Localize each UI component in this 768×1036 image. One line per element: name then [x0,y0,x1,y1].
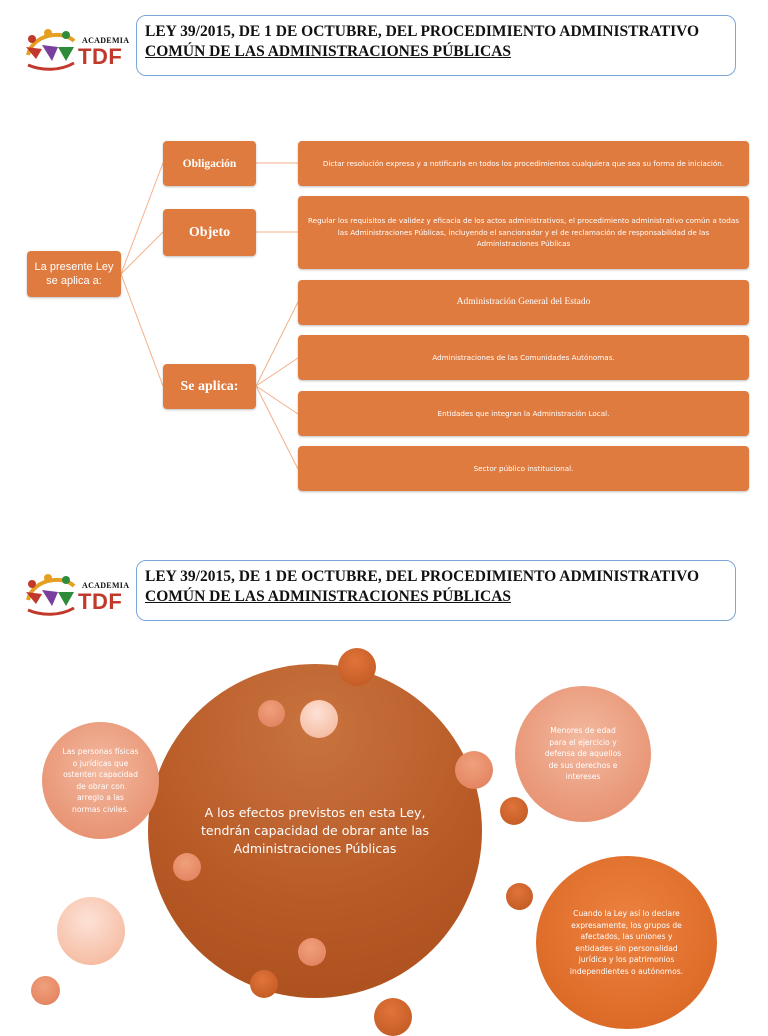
bubble [455,751,493,789]
bubble [374,998,412,1036]
leaf-objeto-text: Regular los requisitos de validez y efic… [298,196,749,269]
bubble [250,970,278,998]
leaf-age: Administración General del Estado [298,280,749,325]
center-circle-text: A los efectos previstos en esta Ley, ten… [200,805,429,856]
header-title-line2: COMÚN DE LAS ADMINISTRACIONES PÚBLICAS [145,43,512,60]
header-title-line2-2: COMÚN DE LAS ADMINISTRACIONES PÚBLICAS [145,588,512,605]
leaf-sector-publico: Sector público institucional. [298,446,749,491]
bubble [258,700,285,727]
top-right-circle-text: Menores de edad para el ejercicio y defe… [544,726,622,782]
bottom-right-circle: Cuando la Ley así lo declare expresament… [536,856,717,1029]
bubble [57,897,125,965]
header-title-box: LEY 39/2015, DE 1 DE OCTUBRE, DEL PROCED… [136,15,736,76]
academy-logo: ACADEMIA TDF [22,25,134,73]
bubble [338,648,376,686]
left-circle-text: Las personas físicas o jurídicas que ost… [62,747,139,814]
academy-logo-2: ACADEMIA TDF [22,570,134,618]
header-title-line1: LEY 39/2015, DE 1 DE OCTUBRE, DEL PROCED… [145,23,700,40]
bottom-right-circle-text: Cuando la Ley así lo declare expresament… [569,909,684,976]
bubble [298,938,326,966]
branch-obligacion: Obligación [163,141,256,186]
brand-name-2: TDF [78,589,123,614]
brand-top-word: ACADEMIA [82,36,130,45]
figures-logo-icon [26,29,76,71]
top-right-circle: Menores de edad para el ejercicio y defe… [515,686,651,822]
root-node: La presente Ley se aplica a: [27,251,121,297]
brand-top-word-2: ACADEMIA [82,581,130,590]
bubble [506,883,533,910]
brand-name: TDF [78,44,123,69]
leaf-obligacion-text: Dictar resolución expresa y a notificarl… [298,141,749,186]
bubble [173,853,201,881]
branch-se-aplica: Se aplica: [163,364,256,409]
header-title-line1-2: LEY 39/2015, DE 1 DE OCTUBRE, DEL PROCED… [145,568,700,585]
leaf-ccaa: Administraciones de las Comunidades Autó… [298,335,749,380]
bubble [31,976,60,1005]
left-circle: Las personas físicas o jurídicas que ost… [42,722,159,839]
tree-connectors [120,162,299,470]
branch-objeto: Objeto [163,209,256,256]
bubble [300,700,338,738]
figures-logo-icon [26,574,76,616]
header-title-box-2: LEY 39/2015, DE 1 DE OCTUBRE, DEL PROCED… [136,560,736,621]
bubble [500,797,528,825]
leaf-local: Entidades que integran la Administración… [298,391,749,436]
